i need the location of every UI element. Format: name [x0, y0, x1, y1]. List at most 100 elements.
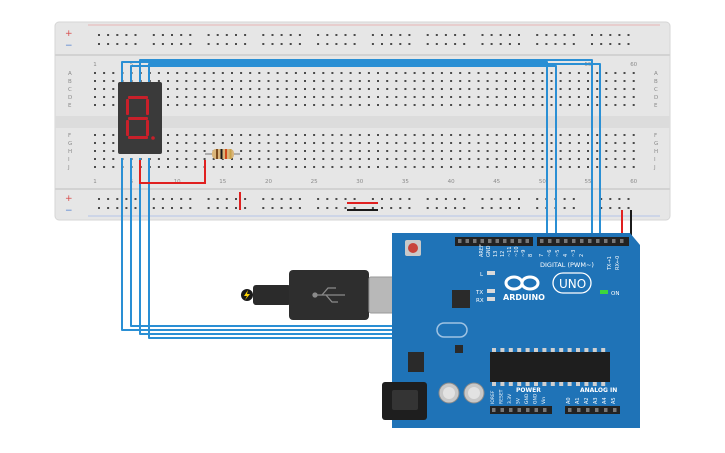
- hole[interactable]: [358, 142, 361, 144]
- hole[interactable]: [504, 104, 507, 106]
- hole[interactable]: [550, 158, 553, 160]
- reset-button-cap[interactable]: [408, 243, 418, 253]
- hole[interactable]: [514, 158, 516, 160]
- hole[interactable]: [349, 134, 352, 136]
- rail-hole[interactable]: [426, 43, 429, 45]
- hole[interactable]: [422, 158, 425, 160]
- hole[interactable]: [231, 158, 233, 160]
- digital-header-left[interactable]: [455, 237, 533, 246]
- hole[interactable]: [587, 80, 589, 82]
- hole[interactable]: [523, 80, 526, 82]
- hole[interactable]: [176, 96, 179, 98]
- hole[interactable]: [103, 142, 106, 144]
- hole[interactable]: [440, 96, 443, 98]
- hole[interactable]: [422, 166, 425, 168]
- hole[interactable]: [285, 104, 288, 106]
- hole[interactable]: [404, 158, 407, 160]
- hole[interactable]: [495, 80, 498, 82]
- hole[interactable]: [623, 88, 626, 90]
- hole[interactable]: [258, 150, 261, 152]
- hole[interactable]: [185, 142, 188, 144]
- rail-hole[interactable]: [390, 43, 393, 45]
- hole[interactable]: [422, 96, 425, 98]
- hole[interactable]: [349, 80, 352, 82]
- hole[interactable]: [258, 88, 261, 90]
- hole[interactable]: [386, 158, 389, 160]
- hole[interactable]: [203, 72, 206, 74]
- hole[interactable]: [523, 96, 526, 98]
- hole[interactable]: [431, 142, 434, 144]
- hole[interactable]: [112, 134, 115, 136]
- rail-hole[interactable]: [326, 198, 329, 200]
- rail-hole[interactable]: [390, 34, 393, 36]
- rail-hole[interactable]: [289, 207, 292, 209]
- hole[interactable]: [103, 150, 106, 152]
- rail-hole[interactable]: [499, 207, 502, 209]
- rail-hole[interactable]: [134, 207, 137, 209]
- hole[interactable]: [404, 104, 407, 106]
- hole[interactable]: [267, 134, 270, 136]
- rail-hole[interactable]: [353, 198, 356, 200]
- hole[interactable]: [240, 88, 243, 90]
- rail-hole[interactable]: [463, 207, 466, 209]
- rail-hole[interactable]: [572, 198, 575, 200]
- hole[interactable]: [504, 88, 507, 90]
- hole[interactable]: [304, 96, 306, 98]
- rail-hole[interactable]: [454, 198, 457, 200]
- hole[interactable]: [267, 72, 270, 74]
- hole[interactable]: [431, 134, 434, 136]
- hole[interactable]: [541, 104, 544, 106]
- hole[interactable]: [221, 134, 224, 136]
- hole[interactable]: [541, 72, 544, 74]
- rail-hole[interactable]: [353, 43, 356, 45]
- hole[interactable]: [422, 72, 425, 74]
- hole[interactable]: [285, 88, 288, 90]
- rail-hole[interactable]: [600, 34, 603, 36]
- hole[interactable]: [103, 72, 106, 74]
- hole[interactable]: [596, 72, 599, 74]
- hole[interactable]: [413, 150, 416, 152]
- hole[interactable]: [194, 96, 197, 98]
- hole[interactable]: [331, 88, 334, 90]
- hole[interactable]: [532, 166, 535, 168]
- hole[interactable]: [358, 158, 361, 160]
- hole[interactable]: [194, 72, 197, 74]
- hole[interactable]: [431, 166, 434, 168]
- rail-hole[interactable]: [180, 207, 183, 209]
- rail-hole[interactable]: [289, 34, 292, 36]
- hole[interactable]: [632, 96, 635, 98]
- hole[interactable]: [358, 150, 361, 152]
- hole[interactable]: [285, 80, 288, 82]
- hole[interactable]: [541, 142, 544, 144]
- hole[interactable]: [568, 80, 571, 82]
- pin-hole[interactable]: [495, 239, 500, 243]
- rail-hole[interactable]: [444, 198, 447, 200]
- hole[interactable]: [532, 72, 535, 74]
- hole[interactable]: [623, 134, 626, 136]
- hole[interactable]: [367, 72, 370, 74]
- hole[interactable]: [468, 96, 471, 98]
- hole[interactable]: [212, 88, 215, 90]
- hole[interactable]: [495, 158, 498, 160]
- rail-hole[interactable]: [98, 198, 100, 200]
- hole[interactable]: [322, 96, 325, 98]
- hole[interactable]: [395, 134, 398, 136]
- hole[interactable]: [404, 142, 407, 144]
- hole[interactable]: [294, 104, 297, 106]
- rail-hole[interactable]: [572, 207, 575, 209]
- hole[interactable]: [249, 158, 252, 160]
- hole[interactable]: [413, 134, 416, 136]
- hole[interactable]: [240, 72, 243, 74]
- hole[interactable]: [377, 104, 379, 106]
- hole[interactable]: [614, 166, 617, 168]
- hole[interactable]: [486, 158, 489, 160]
- hole[interactable]: [212, 96, 215, 98]
- hole[interactable]: [459, 142, 462, 144]
- hole[interactable]: [249, 96, 252, 98]
- hole[interactable]: [103, 158, 106, 160]
- hole[interactable]: [486, 72, 489, 74]
- rail-hole[interactable]: [627, 34, 630, 36]
- hole[interactable]: [486, 80, 489, 82]
- hole[interactable]: [550, 134, 553, 136]
